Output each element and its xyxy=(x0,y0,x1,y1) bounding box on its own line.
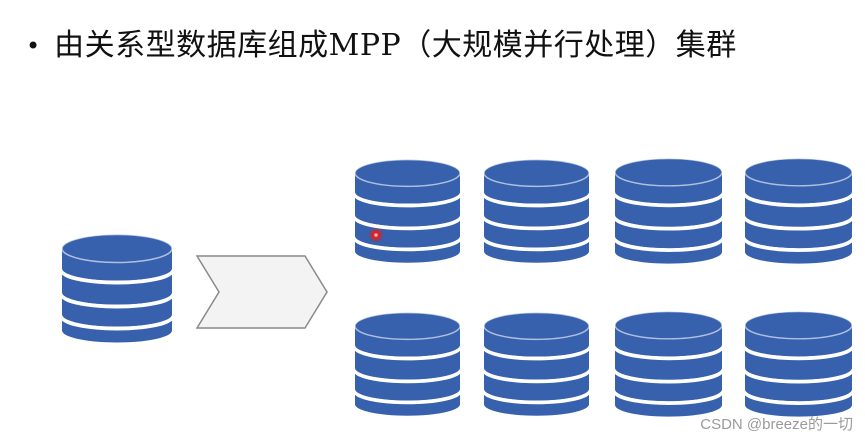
cluster-database-icon xyxy=(484,160,589,263)
source-database-icon xyxy=(62,235,172,343)
laser-pointer-icon xyxy=(369,228,383,242)
cluster-database-icon xyxy=(745,312,852,417)
cluster-database-icon xyxy=(615,159,722,264)
bullet-text: 由关系型数据库组成MPP（大规模并行处理）集群 xyxy=(54,28,737,63)
cluster-database-icon xyxy=(745,159,852,264)
cluster-database-icon xyxy=(355,160,460,263)
chevron-arrow-icon xyxy=(195,255,328,329)
watermark: CSDN @breeze的一切 xyxy=(700,416,853,433)
cluster-database-icon xyxy=(355,313,460,416)
bullet-dot: • xyxy=(26,32,41,60)
bullet-point: • 由关系型数据库组成MPP（大规模并行处理）集群 xyxy=(26,22,737,70)
cluster-database-icon xyxy=(484,313,589,416)
cluster-database-icon xyxy=(615,312,722,417)
